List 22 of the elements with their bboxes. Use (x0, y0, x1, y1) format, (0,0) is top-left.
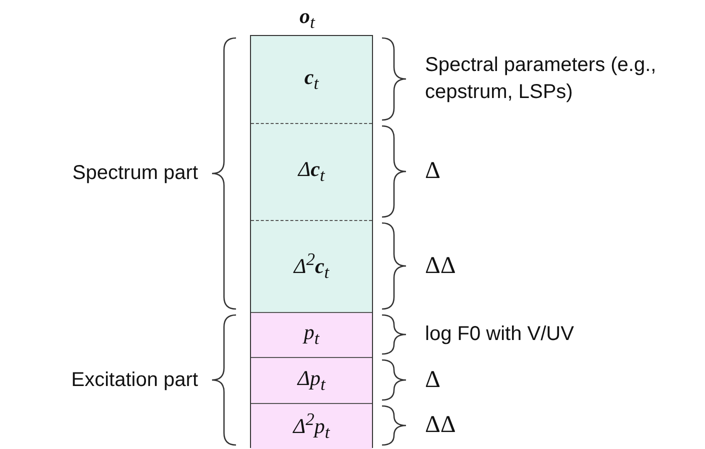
group-label: Spectrum part (71, 161, 198, 186)
feature-description: Δ (425, 366, 442, 395)
feature-description: ΔΔ (425, 252, 457, 281)
feature-description: Spectral parameters (e.g., cepstrum, LSPs) (425, 53, 658, 105)
feature-cell (251, 221, 372, 313)
feature-cell (251, 358, 372, 404)
feature-vector-column (250, 35, 373, 448)
feature-description: ΔΔ (425, 411, 457, 440)
cell-symbol: Δ$^{2}$c$_{t}$ (294, 249, 330, 284)
cell-symbol: p$_{t}$ (304, 320, 320, 350)
cell-symbol: Δ$^{2}$p$_{t}$ (293, 409, 330, 444)
feature-description: Δ (425, 157, 442, 186)
cell-symbol: Δc$_{t}$ (298, 157, 325, 187)
feature-cell (251, 36, 372, 124)
column-heading: o$_{t}$ (300, 4, 315, 34)
feature-cell (251, 404, 372, 449)
feature-cell (251, 124, 372, 221)
feature-description: log F0 with V/UV (425, 322, 575, 347)
cell-symbol: Δp$_{t}$ (298, 366, 326, 396)
group-label: Excitation part (70, 368, 198, 392)
feature-cell (251, 313, 372, 358)
cell-symbol: c$_{t}$ (304, 64, 319, 94)
